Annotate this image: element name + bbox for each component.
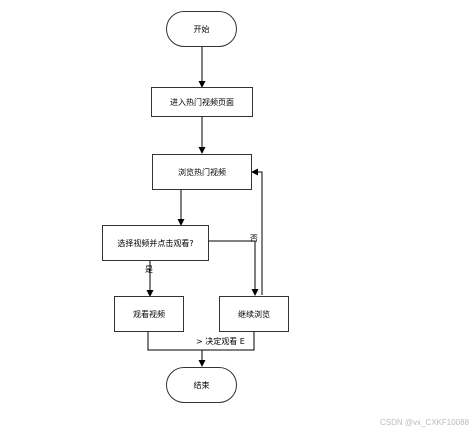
end-node: 结束: [166, 367, 237, 403]
arrow-decision-to-continue: [209, 240, 259, 296]
arrow-continue-to-end: [202, 331, 255, 351]
watch-video-node: 观看视频: [114, 296, 184, 332]
no-label: 否: [250, 234, 258, 243]
watermark: CSDN @vx_CXKF10088: [379, 418, 469, 427]
continue-browsing-node: 继续浏览: [219, 296, 289, 332]
arrow-watch-to-end: [147, 331, 202, 351]
arrow-continue-to-browse: [251, 168, 263, 295]
decide-watch-label: > 决定观看 E: [196, 337, 245, 346]
browse-hot-videos-node: 浏览热门视频: [152, 154, 252, 190]
yes-label: 是: [145, 265, 153, 274]
decision-node: 选择视频并点击观看?: [102, 225, 209, 261]
start-node: 开始: [166, 11, 237, 47]
enter-hot-videos-node: 进入热门视频页面: [151, 87, 253, 117]
